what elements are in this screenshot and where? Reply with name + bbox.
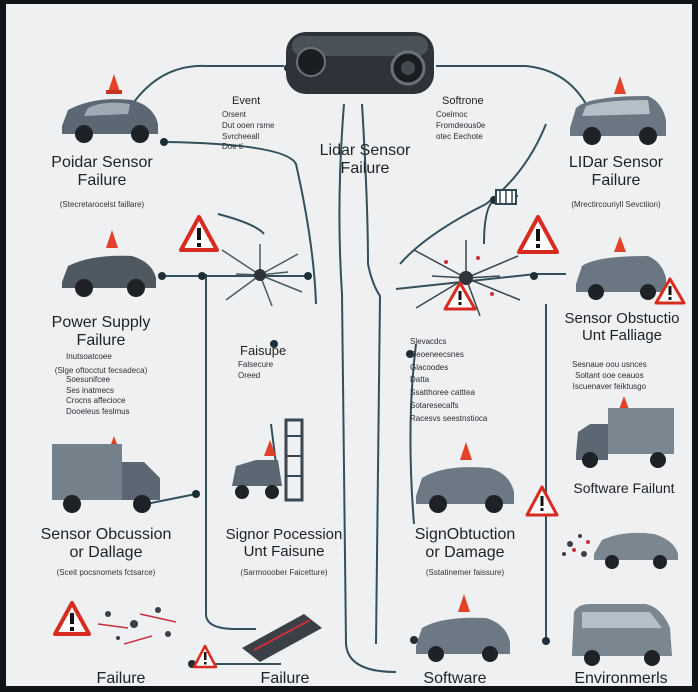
warning-icon — [525, 485, 559, 517]
node-12-title: Environmerls — [574, 670, 668, 686]
warning-icon — [53, 601, 91, 636]
debris-explosion-icon — [413, 240, 521, 317]
truck-with-cone-icon — [576, 396, 674, 468]
broken-circuit-board-icon — [242, 614, 322, 662]
node-6-subtitle: (Sarmooober Faicetture) — [240, 568, 328, 577]
car-with-cone-icon — [416, 594, 510, 662]
node-5-subtitle: (Sceit pocsnomets fctsarce) — [56, 568, 156, 577]
node-1-subtitle: (Stecretarocelst faillare) — [59, 200, 145, 209]
warning-icon — [443, 281, 477, 311]
warning-icon — [192, 644, 218, 669]
mid-notes-heading: Faisupe — [240, 343, 287, 358]
warning-icon — [517, 215, 559, 254]
node-9-title: Failure — [96, 670, 146, 686]
broken-circuit-icon — [221, 244, 303, 307]
warning-icon — [179, 215, 219, 252]
node-11-title: Software — [423, 670, 487, 686]
warning-icon — [654, 277, 686, 305]
forklift-truck-icon — [232, 418, 304, 502]
node-8-title: Software Failunt — [573, 480, 675, 496]
scattered-debris-icon — [97, 607, 177, 645]
node-7-subtitle: (Sstatinemer faissure) — [425, 568, 505, 577]
node-10-title: Failure — [260, 670, 310, 686]
connection-wires — [125, 64, 587, 673]
connector-icon — [495, 189, 517, 205]
suv-with-cone-icon — [576, 236, 666, 300]
right-notes-heading: Softrone — [442, 95, 484, 107]
truck-with-cone-icon — [52, 436, 160, 513]
suv-with-cone-icon — [570, 76, 666, 145]
car-with-cone-icon — [62, 230, 156, 297]
node-3-subtitle: (Slge oftocctut fecsadeca) — [54, 366, 148, 375]
node-2-subtitle: (Mrectircouriyll Sevctiion) — [571, 200, 661, 209]
left-notes-heading: Event — [232, 95, 261, 107]
car-with-cone-icon — [62, 74, 158, 143]
lidar-device-icon — [286, 32, 434, 94]
car-with-cone-icon — [416, 442, 514, 513]
van-icon — [572, 604, 672, 666]
wrecked-car-icon — [562, 532, 678, 569]
